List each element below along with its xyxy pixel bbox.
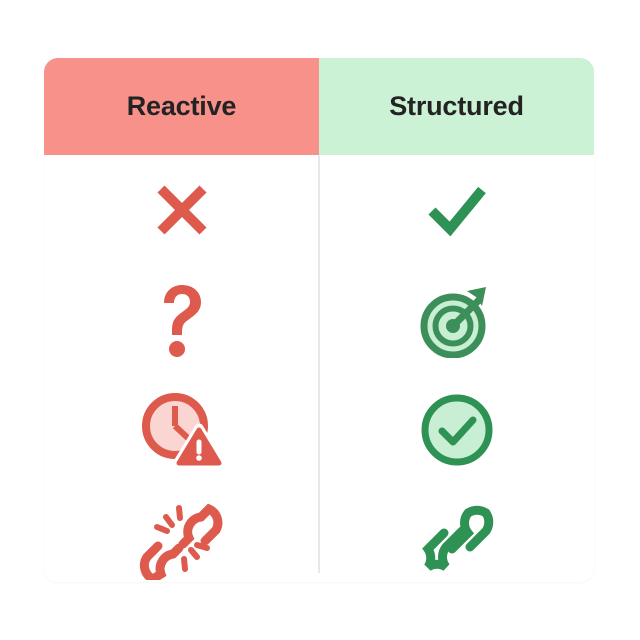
column-title-structured: Structured	[389, 91, 524, 121]
x-mark-icon	[151, 179, 213, 241]
target-bullseye-icon	[419, 282, 495, 358]
cell-structured-row-2	[319, 265, 594, 375]
comparison-row-4	[44, 485, 594, 582]
column-header-reactive: Reactive	[44, 58, 319, 155]
column-header-structured: Structured	[319, 58, 594, 155]
comparison-row-3	[44, 375, 594, 485]
card-header-row: Reactive Structured	[44, 58, 594, 155]
cell-reactive-row-1	[44, 155, 319, 265]
cell-structured-row-3	[319, 375, 594, 485]
cell-reactive-row-4	[44, 485, 319, 582]
cell-structured-row-1	[319, 155, 594, 265]
cell-structured-row-4	[319, 485, 594, 582]
check-mark-icon	[424, 181, 490, 239]
comparison-row-2	[44, 265, 594, 375]
clock-warning-icon	[141, 390, 223, 470]
comparison-row-1	[44, 155, 594, 265]
link-icon	[418, 501, 496, 579]
column-divider	[318, 155, 320, 573]
check-circle-icon	[419, 392, 495, 468]
card-body	[44, 155, 594, 582]
comparison-card: Reactive Structured	[44, 58, 594, 582]
cell-reactive-row-2	[44, 265, 319, 375]
broken-link-icon	[139, 500, 225, 580]
cell-reactive-row-3	[44, 375, 319, 485]
column-title-reactive: Reactive	[126, 91, 237, 121]
question-mark-icon	[156, 283, 208, 357]
